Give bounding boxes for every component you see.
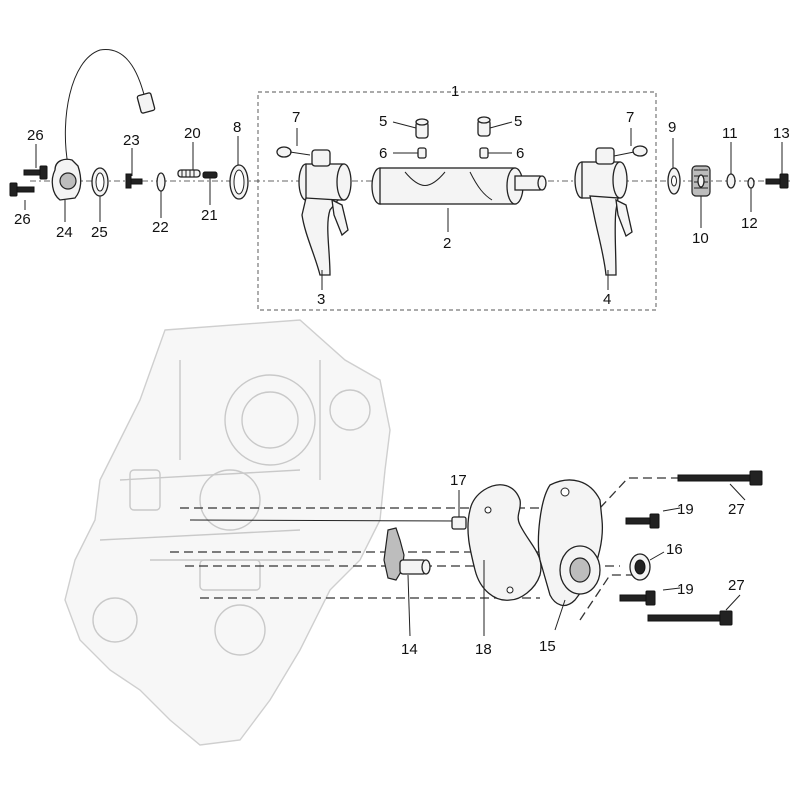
label-part-12: 12: [741, 215, 758, 232]
label-part-6-right: 6: [516, 145, 524, 162]
label-part-13: 13: [773, 125, 790, 142]
pump-cover-15: [537, 479, 604, 607]
pin-5-left: [415, 118, 429, 139]
washer-11: [726, 173, 736, 189]
shift-drum-2: [371, 167, 547, 205]
label-part-5-right: 5: [514, 113, 522, 130]
label-part-18: 18: [475, 641, 492, 658]
label-part-7-left: 7: [292, 109, 300, 126]
callout-labels: 1 2 3 4 5 5 6 6 7 7 8 9 10 11 12 13 14 1…: [14, 83, 790, 658]
label-part-5-left: 5: [379, 113, 387, 130]
long-bolt-27-lower: [647, 610, 733, 626]
spring-21: [202, 171, 218, 179]
label-part-25: 25: [91, 224, 108, 241]
assembly-1-box: [257, 91, 657, 311]
screw-26-upper: [23, 165, 48, 180]
shift-fork-3: [298, 149, 352, 276]
leader-lines: [24, 121, 783, 637]
label-part-19-lower: 19: [677, 581, 694, 598]
screw-26-lower: [9, 182, 35, 197]
gear-14: [383, 527, 431, 581]
washer-12: [747, 177, 755, 189]
label-part-10: 10: [692, 230, 709, 247]
gasket-18: [467, 484, 542, 601]
label-part-27-upper: 27: [728, 501, 745, 518]
label-part-6-left: 6: [379, 145, 387, 162]
label-part-8: 8: [233, 119, 241, 136]
label-part-24: 24: [56, 224, 73, 241]
clip-7-left: [276, 146, 311, 158]
pin-6-right: [479, 147, 489, 159]
label-part-4: 4: [603, 291, 611, 308]
gear-10: [691, 165, 711, 197]
pin-5-right: [477, 116, 491, 137]
label-part-26-lower: 26: [14, 211, 31, 228]
bolt-19-upper: [625, 513, 660, 529]
label-part-14: 14: [401, 641, 418, 658]
dowel-17: [451, 516, 467, 530]
label-part-2: 2: [443, 235, 451, 252]
label-part-7-right: 7: [626, 109, 634, 126]
shift-fork-4: [574, 147, 633, 276]
bolt-19-lower: [619, 590, 656, 606]
label-part-22: 22: [152, 219, 169, 236]
engine-case-outline: [64, 319, 391, 746]
label-part-9: 9: [668, 119, 676, 136]
label-part-11: 11: [722, 125, 738, 142]
label-part-27-lower: 27: [728, 577, 745, 594]
clip-7-right: [613, 145, 648, 157]
label-part-21: 21: [201, 207, 218, 224]
label-part-1: 1: [451, 83, 459, 100]
pin-20: [177, 169, 201, 178]
screw-23: [125, 173, 143, 189]
label-part-23: 23: [123, 132, 140, 149]
pin-6-left: [417, 147, 427, 159]
long-bolt-27-upper: [677, 470, 763, 486]
label-part-20: 20: [184, 125, 201, 142]
sensor-part-24: [51, 49, 156, 201]
label-part-3: 3: [317, 291, 325, 308]
label-part-17: 17: [450, 472, 467, 489]
washer-22: [156, 172, 166, 192]
label-part-26-upper: 26: [27, 127, 44, 144]
bolt-13: [765, 173, 789, 189]
label-part-15: 15: [539, 638, 556, 655]
label-part-16: 16: [666, 541, 683, 558]
label-part-19-upper: 19: [677, 501, 694, 518]
